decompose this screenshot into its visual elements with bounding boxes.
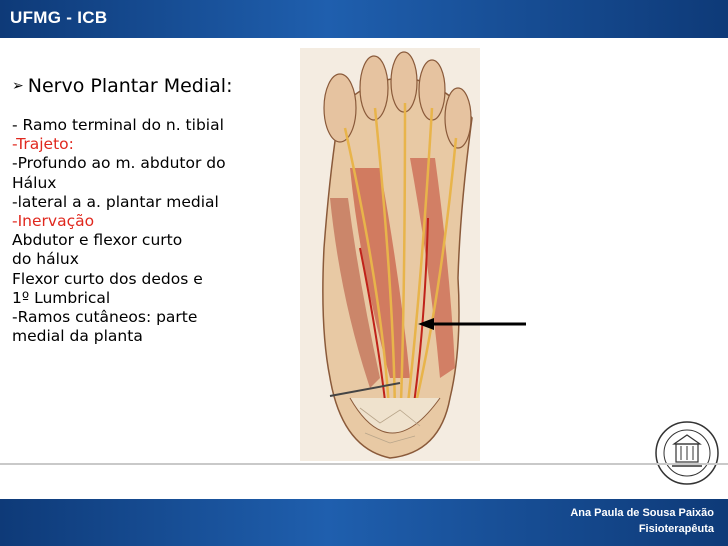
author-name: Ana Paula de Sousa Paixão (570, 507, 714, 519)
footer-credits: Ana Paula de Sousa Paixão Fisioterapêuta (570, 505, 714, 537)
foot-anatomy-illustration (300, 48, 480, 461)
slide-content: ➢ Nervo Plantar Medial: - Ramo terminal … (12, 74, 297, 346)
text-line: Flexor curto dos dedos e (12, 269, 203, 288)
footer-divider (0, 463, 728, 465)
author-role: Fisioterapêuta (638, 523, 714, 535)
text-line: Abdutor e flexor curto (12, 231, 183, 250)
header-title: UFMG - ICB (10, 8, 108, 27)
text-line: - Ramo terminal do n. tibial (12, 116, 224, 134)
text-line: medial da planta (12, 327, 143, 346)
slide-heading-text: Nervo Plantar Medial: (27, 75, 233, 97)
arrow-bullet-icon: ➢ (12, 78, 24, 94)
slide-heading: ➢ Nervo Plantar Medial: (12, 74, 297, 98)
text-line: 1º Lumbrical (12, 288, 111, 307)
header-bar: UFMG - ICB (0, 0, 728, 38)
footer-bar: Ana Paula de Sousa Paixão Fisioterapêuta (0, 499, 728, 546)
text-line-inervacao: -Inervação (12, 212, 95, 231)
text-line: -Ramos cutâneos: parte (12, 308, 198, 327)
arrow-pointer-icon (418, 318, 526, 330)
university-seal-icon (655, 421, 719, 485)
text-line: do hálux (12, 250, 79, 269)
text-line: -Profundo ao m. abdutor do (12, 154, 226, 173)
text-line: -lateral a a. plantar medial (12, 192, 219, 211)
text-line: Hálux (12, 173, 57, 192)
text-line-trajeto: -Trajeto: (12, 135, 74, 154)
